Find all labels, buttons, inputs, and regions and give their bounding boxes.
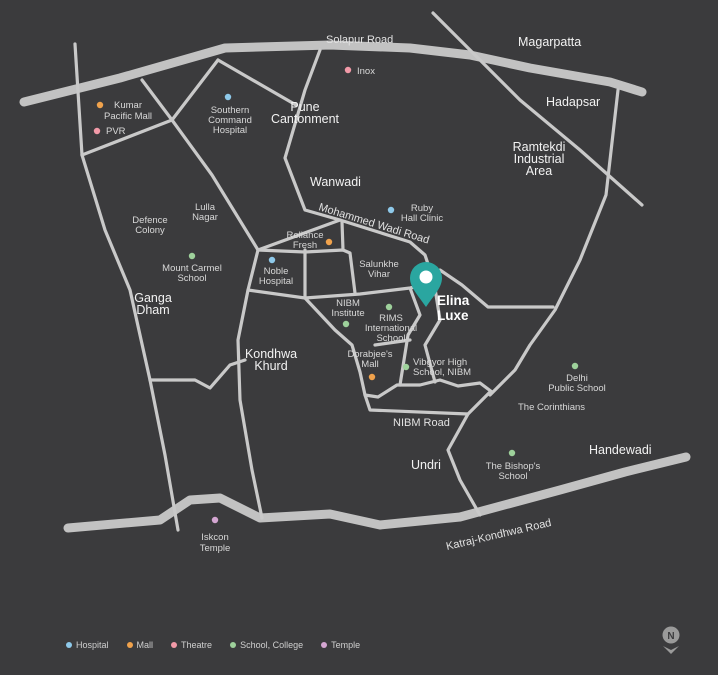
label-lulla-line1: Lulla bbox=[195, 202, 216, 213]
vibgyor-school-dot[interactable] bbox=[402, 363, 410, 371]
label-delhi-ps-line1: Delhi bbox=[566, 373, 588, 384]
label-southern-line3: Hospital bbox=[213, 125, 247, 136]
legend-mall: Mall bbox=[126, 640, 154, 650]
label-lulla-line2: Nagar bbox=[192, 212, 218, 223]
label-salunkhe-line2: Vihar bbox=[368, 269, 390, 280]
legend-school-label: School, College bbox=[240, 640, 304, 650]
reliance-fresh-dot[interactable] bbox=[325, 238, 333, 246]
ruby-hall-clinic-dot[interactable] bbox=[387, 206, 395, 214]
label-vibgyor-line1: Vibgyor High bbox=[413, 357, 467, 368]
noble-hospital-dot[interactable] bbox=[268, 256, 276, 264]
label-corinthians: The Corinthians bbox=[518, 402, 585, 413]
area-wanwadi: Wanwadi bbox=[310, 175, 361, 189]
pin-hole bbox=[419, 270, 433, 284]
label-dorabjee-line2: Mall bbox=[361, 359, 378, 370]
legend-temple-label: Temple bbox=[331, 640, 361, 650]
area-kondhwa-khurd-line2: Khurd bbox=[254, 359, 287, 373]
pvr-dot[interactable] bbox=[93, 127, 101, 135]
project-name-line2: Luxe bbox=[437, 308, 469, 323]
area-handewadi: Handewadi bbox=[589, 443, 652, 457]
label-rims-line2: International bbox=[365, 323, 417, 334]
label-dorabjee-line1: Dorabjee's bbox=[347, 349, 392, 360]
legend-hospital: Hospital bbox=[66, 640, 109, 650]
nibm-institute-dot[interactable] bbox=[342, 320, 350, 328]
solapur-road-label: Solapur Road bbox=[326, 34, 393, 46]
compass-circle bbox=[662, 626, 680, 644]
delhi-public-school-dot[interactable] bbox=[571, 362, 579, 370]
kumar-pacific-mall-dot[interactable] bbox=[96, 101, 104, 109]
area-hadapsar: Hadapsar bbox=[546, 95, 600, 109]
legend-theatre-dot bbox=[171, 642, 178, 648]
area-pune-cantonment-line1: Pune bbox=[290, 100, 319, 114]
area-kondhwa-khurd-line1: Kondhwa bbox=[245, 347, 297, 361]
label-vibgyor-line2: School, NIBM bbox=[413, 367, 471, 378]
label-inox: Inox bbox=[357, 66, 375, 77]
label-reliance-line1: Reliance bbox=[287, 230, 324, 241]
label-kumar-line2: Pacific Mall bbox=[104, 111, 152, 122]
area-ramtekdi-line3: Area bbox=[526, 164, 552, 178]
label-mount-carmel-line1: Mount Carmel bbox=[162, 263, 222, 274]
label-noble-line1: Noble bbox=[264, 266, 289, 277]
label-iskcon-line2: Temple bbox=[200, 543, 231, 554]
legend-temple: Temple bbox=[321, 640, 360, 650]
rims-school-dot[interactable] bbox=[385, 303, 393, 311]
legend-mall-label: Mall bbox=[136, 640, 154, 650]
legend-school-dot bbox=[230, 642, 237, 648]
katraj-kondhwa-road-label: Katraj-Kondhwa Road bbox=[445, 517, 553, 553]
area-ramtekdi-line1: Ramtekdi bbox=[513, 140, 566, 154]
label-rims-line1: RIMS bbox=[379, 313, 403, 324]
legend-theatre: Theatre bbox=[171, 640, 212, 650]
north-compass: N bbox=[662, 626, 680, 654]
label-defence-line2: Colony bbox=[135, 225, 165, 236]
solapur-road bbox=[19, 40, 647, 107]
label-salunkhe-line1: Salunkhe bbox=[359, 259, 399, 270]
label-kumar-line1: Kumar bbox=[114, 100, 142, 111]
label-delhi-ps-line2: Public School bbox=[548, 383, 606, 394]
map-pin-icon bbox=[410, 262, 442, 307]
katraj-kondhwa-road bbox=[63, 452, 691, 533]
label-southern-line2: Command bbox=[208, 115, 252, 126]
label-southern-line1: Southern bbox=[211, 105, 250, 116]
label-defence-line1: Defence bbox=[132, 215, 167, 226]
poi-markers bbox=[93, 66, 579, 524]
area-ramtekdi-line2: Industrial bbox=[514, 152, 565, 166]
label-noble-line2: Hospital bbox=[259, 276, 293, 287]
area-undri: Undri bbox=[411, 458, 441, 472]
map-legend: Hospital Mall Theatre School, College Te… bbox=[66, 640, 378, 650]
label-pvr: PVR bbox=[106, 126, 126, 137]
label-reliance-line2: Fresh bbox=[293, 240, 317, 251]
legend-theatre-label: Theatre bbox=[181, 640, 213, 650]
project-location-marker[interactable] bbox=[410, 262, 442, 307]
area-ganga-dham-line2: Dham bbox=[136, 303, 169, 317]
legend-temple-dot bbox=[321, 642, 328, 648]
label-ruby-line1: Ruby bbox=[411, 203, 433, 214]
legend-hospital-label: Hospital bbox=[76, 640, 109, 650]
label-nibm-institute-line1: NIBM bbox=[336, 298, 360, 309]
nibm-road-label: NIBM Road bbox=[393, 417, 450, 429]
inox-dot[interactable] bbox=[344, 66, 352, 74]
legend-mall-dot bbox=[126, 642, 133, 648]
label-bishops-line1: The Bishop's bbox=[486, 461, 541, 472]
road-network bbox=[73, 11, 644, 532]
legend-hospital-dot bbox=[66, 642, 72, 648]
area-magarpatta: Magarpatta bbox=[518, 35, 581, 49]
mount-carmel-school-dot[interactable] bbox=[188, 252, 196, 260]
label-nibm-institute-line2: Institute bbox=[331, 308, 364, 319]
area-ganga-dham-line1: Ganga bbox=[134, 291, 172, 305]
label-iskcon-line1: Iskcon bbox=[201, 532, 228, 543]
area-pune-cantonment-line2: Cantonment bbox=[271, 112, 340, 126]
dorabjees-mall-dot[interactable] bbox=[368, 373, 376, 381]
iskcon-temple-dot[interactable] bbox=[211, 516, 219, 524]
label-mount-carmel-line2: School bbox=[177, 273, 206, 284]
bishops-school-dot[interactable] bbox=[508, 449, 516, 457]
label-ruby-line2: Hall Clinic bbox=[401, 213, 443, 224]
compass-n-label: N bbox=[667, 631, 674, 642]
label-bishops-line2: School bbox=[498, 471, 527, 482]
project-name-line1: Elina bbox=[437, 293, 470, 308]
legend-school: School, College bbox=[230, 640, 303, 650]
compass-arrow-icon bbox=[663, 646, 679, 654]
southern-command-hospital-dot[interactable] bbox=[224, 93, 232, 101]
label-rims-line3: School bbox=[376, 333, 405, 344]
